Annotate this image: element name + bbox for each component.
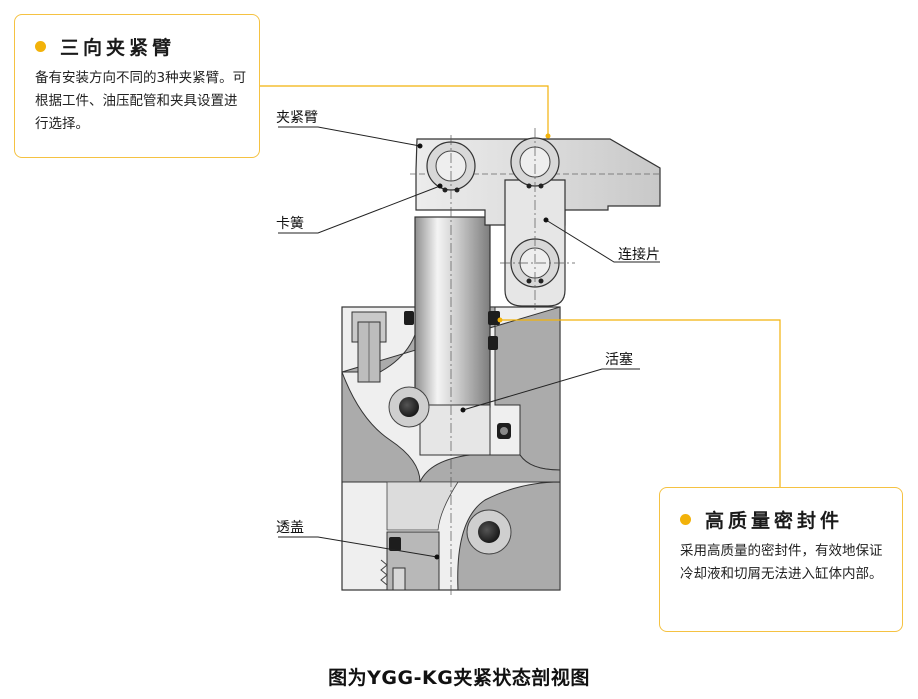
callout-title: 三向夹紧臂 [60,37,176,59]
callout-leaders [260,85,781,487]
label-cover: 透盖 [276,520,304,536]
bullet-dot-icon [680,514,691,525]
callout-clamp-arm: 三向夹紧臂 备有安装方向不同的3种夹紧臂。可根据工件、油压配管和夹具设置进行选择… [14,14,260,158]
callout-title: 高质量密封件 [705,510,844,532]
seal-rings [404,311,511,439]
label-link-plate: 连接片 [618,247,660,263]
piston-rod [414,216,491,456]
label-circlip: 卡簧 [276,216,304,232]
bullet-dot-icon [35,41,46,52]
label-leaders [278,126,660,558]
callout-description: 采用高质量的密封件，有效地保证冷却液和切屑无法进入缸体内部。 [680,543,883,582]
oil-port [388,386,512,555]
label-piston: 活塞 [605,352,633,368]
center-lines [450,128,575,598]
callout-seal: 高质量密封件 采用高质量的密封件，有效地保证冷却液和切屑无法进入缸体内部。 [659,487,903,632]
figure-caption: 图为YGG-KG夹紧状态剖视图 [328,667,590,689]
cover-part [380,531,440,591]
callout-description: 备有安装方向不同的3种夹紧臂。可根据工件、油压配管和夹具设置进行选择。 [35,70,247,132]
mounting-bolt [351,311,387,383]
label-clamp-arm: 夹紧臂 [276,110,318,126]
